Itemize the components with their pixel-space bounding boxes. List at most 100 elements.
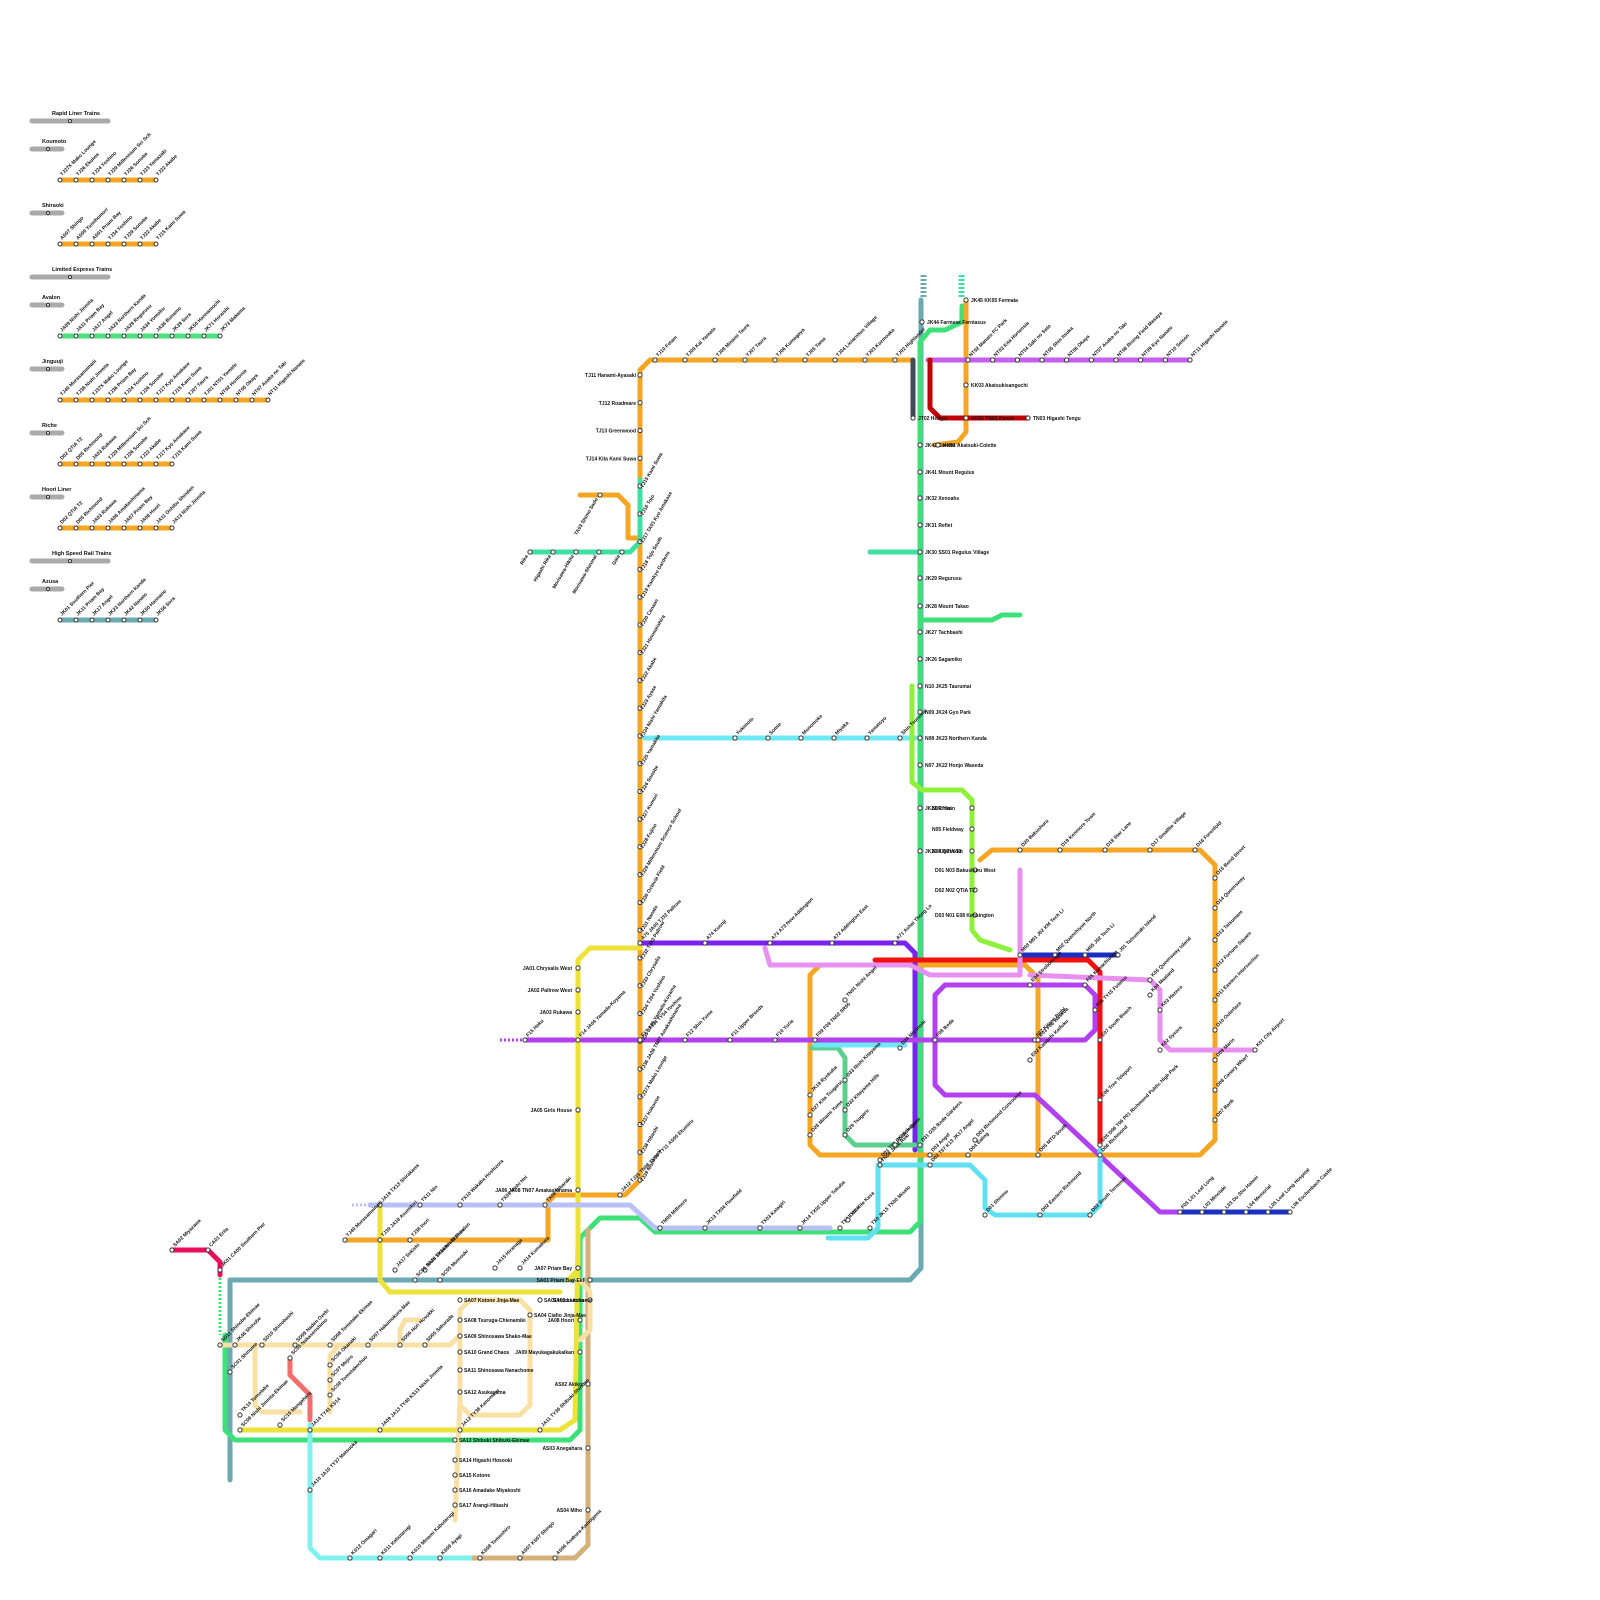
station-dot[interactable] — [1212, 1087, 1218, 1093]
legend-station-dot[interactable] — [153, 525, 159, 531]
station-dot[interactable] — [1162, 357, 1168, 363]
legend-station-dot[interactable] — [89, 333, 95, 339]
station-dot[interactable] — [1113, 357, 1119, 363]
station-dot[interactable] — [365, 1342, 371, 1348]
station-dot[interactable] — [492, 1265, 498, 1271]
station-dot[interactable] — [969, 848, 975, 854]
station-dot[interactable] — [1115, 952, 1121, 958]
station-dot[interactable] — [807, 1112, 813, 1118]
station-dot[interactable] — [892, 1142, 898, 1148]
station-dot[interactable] — [1187, 357, 1193, 363]
station-dot[interactable] — [1212, 905, 1218, 911]
station-dot[interactable] — [457, 1297, 463, 1303]
legend-station-dot[interactable] — [137, 397, 143, 403]
legend-station-dot[interactable] — [105, 461, 111, 467]
station-dot[interactable] — [232, 1342, 238, 1348]
station-dot[interactable] — [327, 1342, 333, 1348]
station-dot[interactable] — [457, 1333, 463, 1339]
station-dot[interactable] — [327, 1377, 333, 1383]
station-dot[interactable] — [892, 940, 898, 946]
station-dot[interactable] — [1212, 997, 1218, 1003]
station-dot[interactable] — [637, 1010, 643, 1017]
station-dot[interactable] — [917, 683, 923, 689]
station-dot[interactable] — [457, 1427, 463, 1433]
legend-station-dot[interactable] — [153, 397, 159, 403]
station-dot[interactable] — [917, 709, 923, 715]
legend-station-dot[interactable] — [89, 525, 95, 531]
legend-station-dot[interactable] — [153, 617, 159, 623]
station-dot[interactable] — [552, 1555, 558, 1561]
station-dot[interactable] — [452, 1437, 458, 1443]
legend-station-dot[interactable] — [169, 397, 175, 403]
station-dot[interactable] — [1265, 1209, 1271, 1215]
station-dot[interactable] — [550, 549, 556, 555]
station-dot[interactable] — [1082, 982, 1088, 988]
station-dot[interactable] — [457, 1317, 463, 1323]
station-dot[interactable] — [1097, 1152, 1103, 1158]
station-dot[interactable] — [537, 1427, 543, 1433]
station-dot[interactable] — [596, 549, 602, 555]
station-dot[interactable] — [1039, 357, 1045, 363]
station-dot[interactable] — [637, 983, 643, 989]
legend-station-dot[interactable] — [57, 333, 63, 339]
station-dot[interactable] — [575, 1009, 581, 1015]
station-dot[interactable] — [682, 1037, 688, 1043]
station-dot[interactable] — [452, 1457, 458, 1463]
station-dot[interactable] — [1287, 1209, 1293, 1215]
legend-station-dot[interactable] — [57, 241, 63, 247]
station-dot[interactable] — [517, 1265, 523, 1271]
station-dot[interactable] — [527, 549, 533, 555]
legend-station-dot[interactable] — [201, 333, 207, 339]
station-dot[interactable] — [637, 733, 643, 739]
station-dot[interactable] — [412, 1277, 418, 1283]
legend-station-dot[interactable] — [121, 241, 127, 247]
legend-station-dot[interactable] — [121, 333, 127, 339]
legend-station-dot[interactable] — [89, 461, 95, 467]
legend-station-dot[interactable] — [137, 177, 143, 183]
station-dot[interactable] — [1147, 847, 1153, 853]
station-dot[interactable] — [407, 1237, 413, 1243]
station-dot[interactable] — [597, 492, 603, 498]
station-dot[interactable] — [917, 495, 923, 501]
station-dot[interactable] — [845, 1217, 851, 1223]
legend-station-dot[interactable] — [121, 617, 127, 623]
station-dot[interactable] — [910, 415, 916, 421]
station-dot[interactable] — [1087, 1212, 1093, 1218]
station-dot[interactable] — [617, 1192, 623, 1198]
station-dot[interactable] — [864, 735, 870, 741]
legend-station-dot[interactable] — [217, 397, 223, 403]
station-dot[interactable] — [917, 805, 923, 811]
station-dot[interactable] — [457, 1389, 463, 1395]
station-dot[interactable] — [217, 1267, 223, 1273]
station-dot[interactable] — [575, 1265, 581, 1271]
station-dot[interactable] — [307, 1487, 313, 1493]
station-dot[interactable] — [932, 1037, 938, 1043]
legend-station-dot[interactable] — [73, 617, 79, 623]
station-dot[interactable] — [798, 735, 804, 741]
station-dot[interactable] — [1097, 1037, 1103, 1043]
station-dot[interactable] — [927, 1152, 933, 1158]
station-dot[interactable] — [637, 788, 643, 794]
station-dot[interactable] — [227, 1369, 233, 1375]
legend-station-dot[interactable] — [137, 333, 143, 339]
station-dot[interactable] — [829, 940, 835, 946]
legend-station-dot[interactable] — [57, 397, 63, 403]
station-dot[interactable] — [1177, 1209, 1183, 1215]
legend-station-dot[interactable] — [153, 333, 159, 339]
station-dot[interactable] — [765, 735, 771, 741]
legend-station-dot[interactable] — [249, 397, 255, 403]
station-dot[interactable] — [867, 1225, 873, 1231]
station-dot[interactable] — [990, 357, 996, 363]
station-dot[interactable] — [575, 1107, 581, 1113]
station-dot[interactable] — [797, 1225, 803, 1231]
station-dot[interactable] — [1057, 847, 1063, 853]
station-dot[interactable] — [917, 549, 923, 555]
legend-station-dot[interactable] — [121, 177, 127, 183]
station-dot[interactable] — [897, 1045, 903, 1051]
station-dot[interactable] — [969, 805, 975, 811]
station-dot[interactable] — [522, 1037, 528, 1043]
station-dot[interactable] — [619, 549, 625, 555]
station-dot[interactable] — [577, 1317, 583, 1323]
station-dot[interactable] — [637, 566, 643, 572]
station-dot[interactable] — [982, 1212, 988, 1218]
